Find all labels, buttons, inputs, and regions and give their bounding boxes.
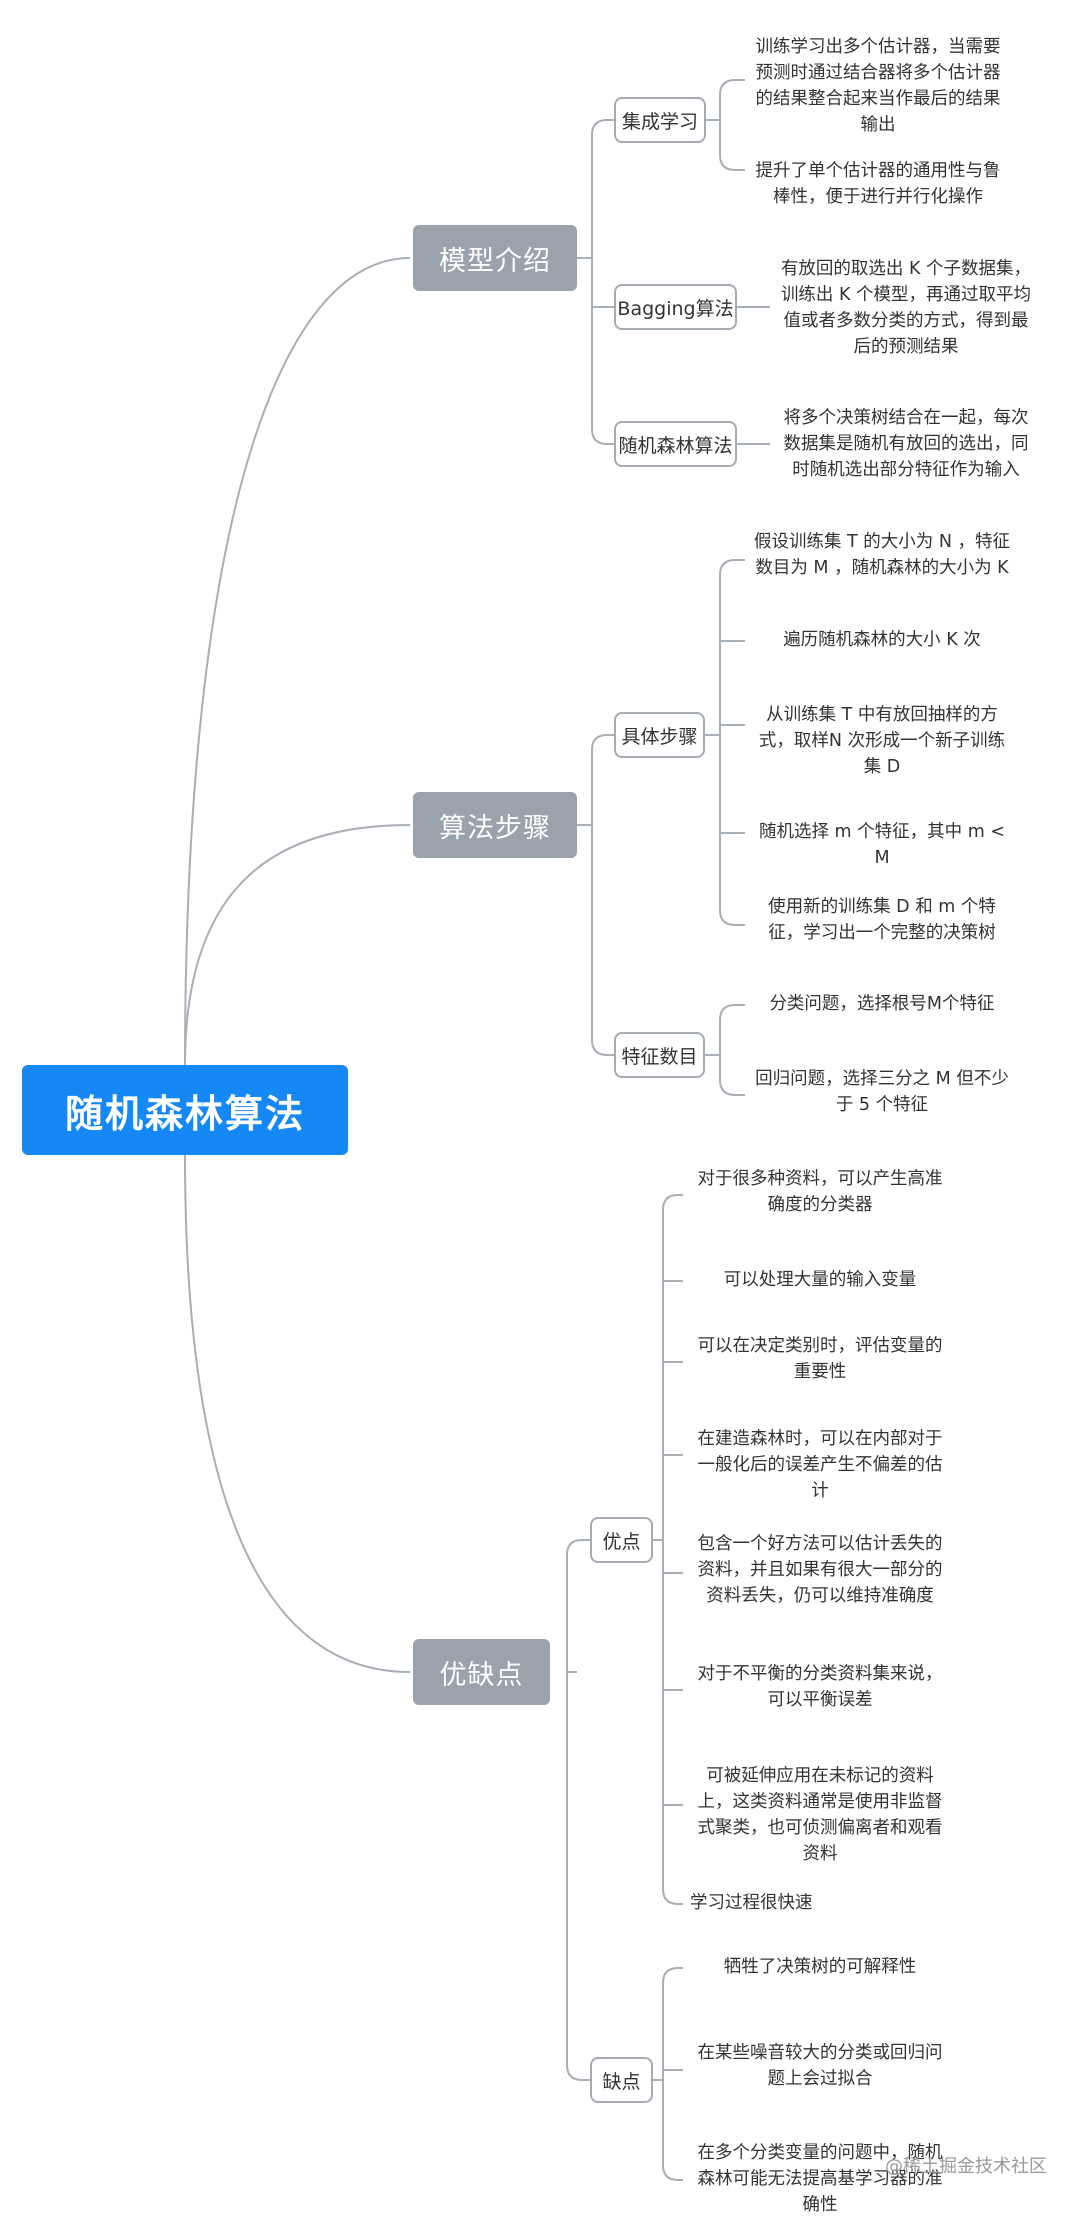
branch-model-intro[interactable]: 模型介绍 (413, 225, 577, 291)
leaf-bagging-1: 有放回的取选出 K 个子数据集，训练出 K 个模型，再通过取平均值或者多数分类的… (780, 259, 1032, 357)
leaf-feature-2: 回归问题，选择三分之 M 但不少于 5 个特征 (755, 1069, 1009, 1115)
leaf-con-1: 牺牲了决策树的可解释性 (723, 1957, 917, 1977)
connector-root-branch2 (184, 824, 411, 1066)
leaf-pro-7: 可被延伸应用在未标记的资料上，这类资料通常是使用非监督式聚类，也可侦测偏离者和观… (697, 1766, 943, 1864)
leaf-pro-4: 在建造森林时，可以在内部对于一般化后的误差产生不偏差的估计 (697, 1429, 943, 1501)
leaf-step-5: 使用新的训练集 D 和 m 个特征，学习出一个完整的决策树 (768, 897, 996, 943)
root-node[interactable]: 随机森林算法 (22, 1065, 348, 1155)
leaf-step-1: 假设训练集 T 的大小为 N ，特征数目为 M ，随机森林的大小为 K (753, 532, 1011, 578)
connector-s1-leaves (706, 79, 745, 171)
connector-b1-spine (577, 119, 614, 445)
leaf-step-3: 从训练集 T 中有放回抽样的方式，取样N 次形成一个新子训练集 D (758, 705, 1006, 777)
watermark: @稀土掘金技术社区 (885, 2156, 1047, 2177)
leaf-pro-1: 对于很多种资料，可以产生高准确度的分类器 (697, 1169, 943, 1215)
connector-s4-leaves (705, 559, 745, 926)
connector-b2-spine (577, 734, 614, 1056)
connector-s6-leaves (653, 1194, 683, 1905)
leaf-feature-1: 分类问题，选择根号M个特征 (769, 994, 995, 1014)
leaf-pro-6: 对于不平衡的分类资料集来说，可以平衡误差 (697, 1664, 943, 1710)
leaf-pro-8: 学习过程很快速 (690, 1893, 813, 1913)
sub-feature-count[interactable]: 特征数目 (614, 1032, 705, 1078)
leaf-ensemble-2: 提升了单个估计器的通用性与鲁棒性，便于进行并行化操作 (755, 161, 1001, 207)
sub-bagging[interactable]: Bagging算法 (614, 284, 737, 330)
branch-algorithm-steps[interactable]: 算法步骤 (413, 792, 577, 858)
sub-ensemble-learning[interactable]: 集成学习 (614, 97, 706, 143)
leaf-step-2: 遍历随机森林的大小 K 次 (783, 630, 981, 650)
sub-pros[interactable]: 优点 (590, 1517, 653, 1563)
connector-b3-spine (566, 1539, 590, 2081)
leaf-pro-5: 包含一个好方法可以估计丢失的资料，并且如果有很大一部分的资料丢失，仍可以维持准确… (697, 1534, 943, 1606)
leaf-random-forest-1: 将多个决策树结合在一起，每次数据集是随机有放回的选出，同时随机选出部分特征作为输… (783, 408, 1029, 480)
sub-specific-steps[interactable]: 具体步骤 (614, 712, 705, 758)
leaf-step-4: 随机选择 m 个特征，其中 m < M (758, 822, 1005, 868)
sub-random-forest[interactable]: 随机森林算法 (614, 421, 737, 467)
leaf-con-2: 在某些噪音较大的分类或回归问题上会过拟合 (697, 2043, 943, 2089)
sub-cons[interactable]: 缺点 (590, 2057, 653, 2103)
connector-s5-leaves (705, 1004, 745, 1096)
branch-pros-cons[interactable]: 优缺点 (413, 1639, 550, 1705)
leaf-pro-2: 可以处理大量的输入变量 (723, 1270, 917, 1290)
connector-s7-leaves (653, 1967, 683, 2181)
leaf-ensemble-1: 训练学习出多个估计器，当需要预测时通过结合器将多个估计器的结果整合起来当作最后的… (755, 37, 1001, 135)
leaf-con-3: 在多个分类变量的问题中，随机森林可能无法提高基学习器的准确性 (697, 2143, 943, 2215)
leaf-pro-3: 可以在决定类别时，评估变量的重要性 (697, 1336, 943, 1382)
connector-root-branch1 (184, 257, 411, 1066)
connector-root-branch3 (184, 1154, 411, 1673)
